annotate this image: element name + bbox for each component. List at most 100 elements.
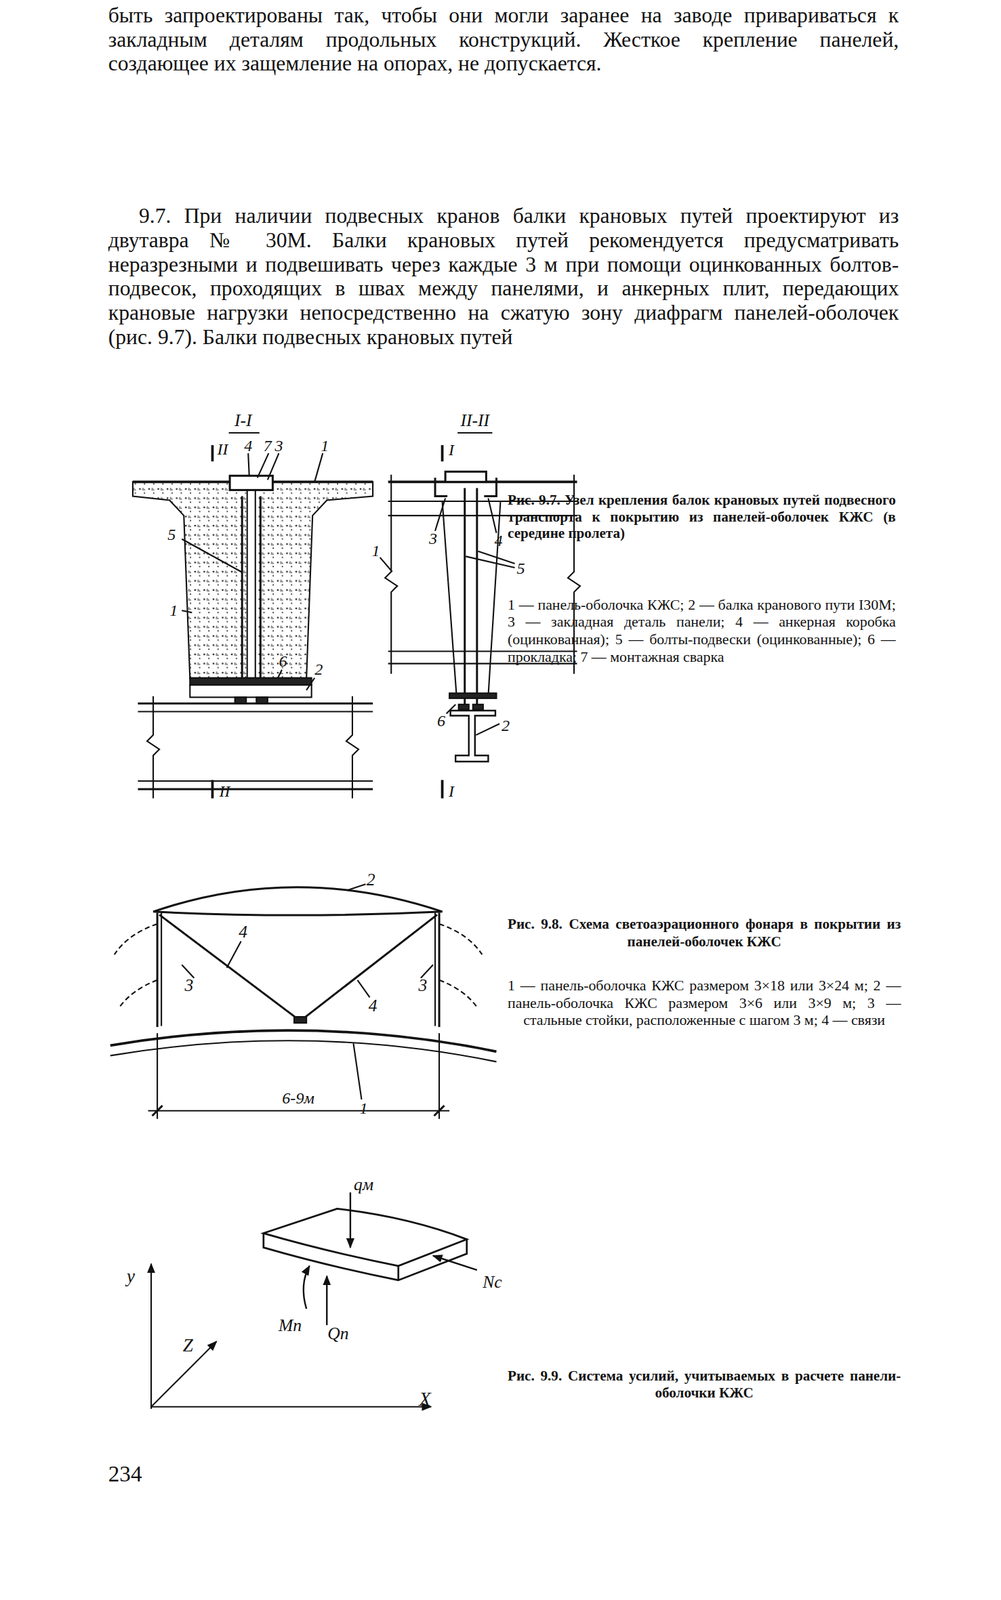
- callout-number: 3: [274, 438, 283, 455]
- callout-number: Z: [182, 1337, 194, 1356]
- drawing-part: [132, 481, 373, 680]
- callout-number: II-II: [460, 412, 490, 430]
- callout-number: qм: [353, 1175, 374, 1194]
- callout-number: 4: [243, 438, 253, 455]
- callout-number: 2: [501, 717, 510, 734]
- drawing-part: [487, 501, 501, 697]
- drawing-part: [397, 1266, 400, 1281]
- callout-number: Qп: [327, 1324, 349, 1343]
- drawing-part: [229, 432, 260, 434]
- drawing-part: [294, 1017, 307, 1024]
- drawing-part: [434, 912, 436, 1027]
- drawing-part: [446, 704, 457, 715]
- drawing-part: [438, 1033, 440, 1120]
- page-number: 234: [108, 1462, 191, 1487]
- figure-caption: Рис. 9.9. Система усилий, учитываемых в …: [507, 1369, 901, 1403]
- callout-number: II: [219, 783, 231, 800]
- callout-number: II: [217, 441, 229, 458]
- callout-number: 1: [320, 438, 329, 455]
- drawing-part: [306, 678, 315, 691]
- drawing-part: [267, 453, 280, 480]
- drawing-part: [463, 487, 466, 707]
- drawing-part: [257, 453, 270, 478]
- drawing-part: [248, 453, 250, 476]
- callout-number: I: [448, 783, 455, 800]
- callout-number: 4: [368, 997, 378, 1016]
- drawing-part: [353, 1043, 362, 1100]
- drawing-part: [189, 685, 312, 698]
- drawing-part: [189, 678, 312, 686]
- drawing-part: [473, 704, 484, 711]
- drawing-part: [247, 487, 256, 680]
- figure-legend: 1 — панель-оболочка КЖС размером 3×18 ил…: [507, 977, 901, 1030]
- drawing-part: [475, 487, 478, 707]
- callout-number: 6: [278, 654, 287, 671]
- drawing-part: [325, 1276, 328, 1326]
- drawing-part: [314, 453, 323, 482]
- drawing-part: [150, 1264, 152, 1410]
- drawing-part: [137, 702, 373, 705]
- drawing-part: [435, 498, 446, 531]
- drawing-part: [346, 884, 366, 891]
- drawing-part: [380, 557, 393, 572]
- drawing-part: [227, 942, 242, 969]
- callout-number: I-I: [234, 412, 253, 430]
- callout-number: 6-9м: [281, 1091, 315, 1108]
- drawing-part: [441, 445, 444, 462]
- callout-number: 5: [517, 560, 526, 577]
- drawing-part: [438, 912, 441, 1028]
- drawing-part: [114, 924, 158, 955]
- drawing-part: [259, 496, 262, 699]
- drawing-part: [439, 980, 478, 1010]
- drawing-part: [487, 498, 497, 533]
- drawing-part: [445, 471, 486, 482]
- drawing-part: [241, 496, 244, 699]
- drawing-part: [442, 501, 457, 697]
- callout-number: 2: [314, 662, 323, 679]
- body-text: быть запроектированы так, чтобы они могл…: [108, 4, 899, 77]
- drawing-part: [152, 1106, 163, 1117]
- drawing-part: [303, 1266, 310, 1310]
- callout-number: 4: [494, 533, 503, 550]
- drawing-part: [118, 980, 158, 1010]
- drawing-part: [137, 710, 373, 713]
- callout-number: 3: [429, 531, 438, 548]
- drawing-part: [151, 1406, 432, 1409]
- callout-number: 1: [169, 602, 178, 619]
- drawing-part: [181, 610, 192, 613]
- drawing-part: [465, 556, 515, 568]
- callout-number: 2: [366, 871, 376, 890]
- drawing-part: [434, 1106, 445, 1117]
- callout-number: 1: [372, 543, 381, 560]
- drawing-part: [349, 1192, 352, 1248]
- drawing-part: [357, 980, 370, 999]
- drawing-part: [300, 914, 438, 1022]
- drawing-part: [211, 445, 215, 462]
- drawing-part: [181, 539, 241, 572]
- drawing-part: [137, 780, 373, 783]
- callout-number: 7: [263, 438, 272, 455]
- callout-number: 4: [238, 923, 248, 942]
- drawing-part: [441, 780, 444, 799]
- callout-number: 3: [418, 977, 428, 995]
- callout-number: 1: [359, 1101, 368, 1118]
- drawing-part: [160, 912, 162, 1027]
- drawing-part: [450, 710, 496, 762]
- drawing-part: [277, 670, 282, 679]
- drawing-part: [153, 912, 443, 916]
- drawing-part: [346, 696, 359, 800]
- callout-number: 5: [167, 527, 176, 544]
- drawing-part: [148, 1110, 451, 1113]
- callout-number: I: [448, 442, 455, 459]
- figure-caption: Рис. 9.8. Схема светоаэрационного фонаря…: [507, 916, 901, 951]
- drawing-part: [458, 704, 469, 711]
- figure-legend: 1 — панель-оболочка КЖС; 2 — балка крано…: [507, 596, 896, 666]
- drawing-part: [147, 696, 160, 800]
- callout-number: y: [126, 1267, 135, 1286]
- callout-number: 6: [437, 712, 446, 730]
- drawing-part: [153, 887, 443, 913]
- drawing-part: [156, 912, 159, 1028]
- drawing-part: [137, 788, 373, 791]
- drawing-part: [475, 724, 500, 737]
